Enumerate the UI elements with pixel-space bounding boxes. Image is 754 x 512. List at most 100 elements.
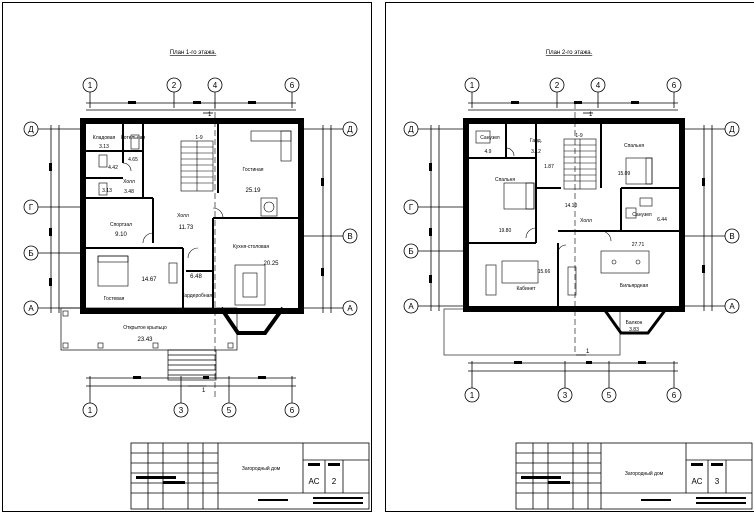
stamp-project: Загородный дом [625, 470, 664, 477]
room-area: 3.48 [124, 189, 134, 195]
axis-label: 4 [596, 81, 601, 90]
axis-label: 3 [179, 406, 184, 415]
axis-markers-bottom [464, 361, 682, 403]
axis-label: 2 [172, 81, 177, 90]
room-area: 25.19 [245, 188, 261, 194]
room-labels: Кладовая 3.13 Котельная 4.65 Холл 4.42 3… [93, 135, 279, 343]
room-name: Холл [177, 213, 189, 219]
axis-label: 1 [470, 391, 475, 400]
stamp-sheet-number: 3 [715, 477, 720, 486]
floor-plan-1: План 1-го этажа. 1 2 4 6 Д Г Б А Д В А [23, 50, 370, 510]
section-mark: 1 [202, 388, 206, 394]
axis-label: Д [408, 125, 414, 134]
stamp-code: АС [692, 477, 703, 486]
axis-label: В [347, 232, 352, 241]
axis-label: 3 [563, 391, 568, 400]
axis-label: Д [28, 125, 34, 134]
axis-label: Г [29, 203, 34, 212]
axis-label: В [729, 232, 734, 241]
drawing-sheet-1: План 1-го этажа. 1 2 4 6 Д Г Б А Д В А [2, 2, 372, 512]
title-block [515, 442, 753, 510]
stamp-sheet-number: 2 [332, 477, 337, 486]
drawing-sheet-2: План 2-го этажа. 1 2 4 6 Д Г Б А Д В А [385, 2, 754, 512]
axis-markers-top [82, 77, 300, 111]
stamp-project: Загородный дом [242, 465, 281, 472]
axis-markers-right [682, 121, 740, 314]
room-area: 27.71 [632, 242, 645, 248]
staircase [563, 103, 597, 355]
axis-label: 6 [672, 391, 677, 400]
room-area: 4.42 [108, 165, 118, 171]
axis-label: 1 [470, 81, 475, 90]
plan-title: План 2-го этажа. [546, 50, 593, 56]
room-name: Кухня-столовая [233, 244, 270, 250]
room-area: 3.13 [99, 144, 109, 150]
room-area: 6.44 [657, 217, 667, 223]
axis-markers-bottom [82, 376, 300, 418]
axis-label: 2 [555, 81, 560, 90]
axis-label: 6 [672, 81, 677, 90]
balcony [602, 308, 668, 335]
stamp-code: АС [309, 477, 320, 486]
room-area: 14.10 [565, 203, 578, 209]
room-name: Котельная [121, 135, 145, 141]
furniture [97, 130, 292, 306]
room-name: Холл [123, 179, 135, 185]
room-area: 11.73 [179, 225, 194, 231]
axis-label: 4 [213, 81, 218, 90]
room-area: 1.87 [544, 164, 554, 170]
axis-label: 1 [88, 81, 93, 90]
floor-plan-2: План 2-го этажа. 1 2 4 6 Д Г Б А Д В А [403, 50, 753, 510]
room-name: Гостиная [243, 167, 264, 173]
axis-label: 6 [290, 406, 295, 415]
section-mark: 1 [208, 112, 212, 118]
furniture [475, 130, 653, 296]
room-name: Гардеробная [182, 293, 213, 299]
room-name: Спальня [624, 143, 644, 149]
axis-label: Д [729, 125, 735, 134]
room-area: 6.48 [190, 274, 202, 280]
axis-label: А [347, 304, 353, 313]
room-area: 4.65 [128, 157, 138, 163]
room-name: Спальня [495, 177, 515, 183]
room-name: Гостевая [104, 296, 125, 302]
building-walls [80, 118, 304, 314]
room-area: 23.43 [137, 337, 153, 343]
room-area: 9.10 [115, 232, 127, 238]
axis-label: Д [347, 125, 353, 134]
room-area: 3.13 [102, 188, 112, 194]
room-area: 19.80 [499, 228, 512, 234]
room-area: 15.09 [618, 171, 631, 177]
room-area: 3.12 [531, 149, 541, 155]
axis-label: А [729, 302, 735, 311]
axis-markers-left [403, 121, 464, 314]
axis-markers-left [23, 121, 83, 316]
axis-label: 6 [290, 81, 295, 90]
section-mark: 1 [589, 112, 593, 118]
room-area: 3.83 [629, 327, 639, 333]
room-area: 20.25 [263, 261, 279, 267]
open-porch [60, 307, 238, 381]
room-area: 14.67 [141, 277, 157, 283]
room-area: 4.9 [485, 149, 492, 155]
axis-markers-right [301, 121, 358, 316]
room-name: Кладовая [93, 135, 116, 141]
room-name: Балкон [626, 320, 643, 326]
section-mark: 1 [586, 349, 590, 355]
room-name: Бильярдная [620, 283, 648, 289]
plan-title: План 1-го этажа. [170, 50, 217, 56]
axis-label: Б [28, 249, 33, 258]
stair-label: 1-9 [575, 133, 582, 139]
axis-label: 5 [227, 406, 232, 415]
axis-label: А [28, 304, 34, 313]
room-labels: Санузел 4.9 Гард. 3.12 Спальня 19.80 1.8… [480, 135, 667, 333]
room-name: Гард. [530, 138, 542, 144]
room-name: Санузел [480, 135, 500, 141]
room-name: Холл [580, 218, 592, 224]
bay-window [219, 306, 285, 335]
room-name: Открытое крыльцо [123, 325, 167, 331]
stair-label: 1-9 [195, 135, 202, 141]
room-area: 15.66 [538, 269, 551, 275]
staircase [180, 103, 216, 398]
room-name: Кабинет [516, 286, 536, 292]
